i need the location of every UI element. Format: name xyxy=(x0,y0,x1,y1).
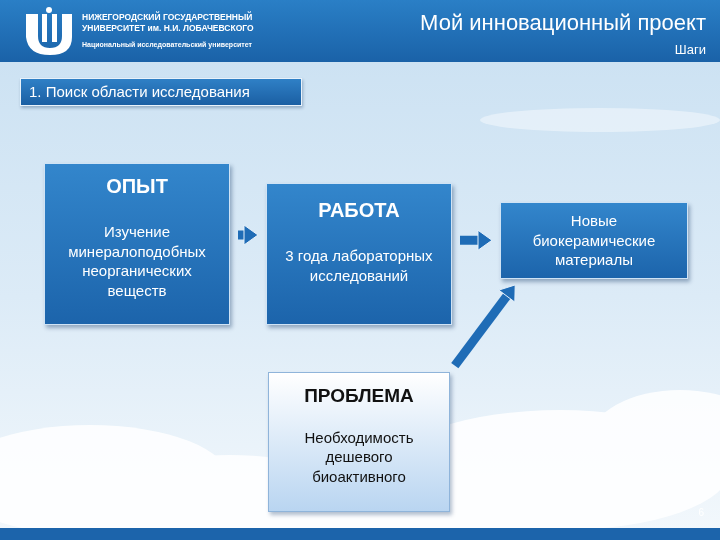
page-number: 6 xyxy=(698,507,704,518)
process-box: ОПЫТ Изучение минералоподобных неорганиче… xyxy=(44,163,230,325)
result-box: Новые биокерамические материалы xyxy=(500,202,688,279)
box-heading: РАБОТА xyxy=(275,198,443,222)
box-text: Необходимость дешевого биоактивного xyxy=(277,428,441,487)
university-subtitle: Национальный исследовательский университ… xyxy=(82,41,302,48)
box-heading: ОПЫТ xyxy=(53,174,221,198)
box-heading: ПРОБЛЕМА xyxy=(277,385,441,408)
box-text: 1. Поиск области исследования xyxy=(29,82,293,102)
section-subtitle: Шаги xyxy=(675,42,706,57)
university-emblem xyxy=(18,6,78,56)
problem-box: ПРОБЛЕМА Необходимость дешевого биоактивн… xyxy=(268,372,450,512)
section-tag: 1. Поиск области исследования xyxy=(20,78,302,106)
flow-arrow xyxy=(455,285,515,366)
slide-title: Мой инновационный проект xyxy=(420,10,706,36)
box-text: Изучение минералоподобных неорганических… xyxy=(53,222,221,300)
flow-arrow xyxy=(460,230,492,250)
box-text: 3 года лабораторных исследований xyxy=(275,246,443,285)
process-box: РАБОТА 3 года лабораторных исследований xyxy=(266,183,452,325)
flow-arrow xyxy=(238,225,258,245)
box-text: Новые биокерамические материалы xyxy=(509,211,679,270)
university-name: НИЖЕГОРОДСКИЙ ГОСУДАРСТВЕННЫЙ УНИВЕРСИТЕ… xyxy=(82,12,297,35)
